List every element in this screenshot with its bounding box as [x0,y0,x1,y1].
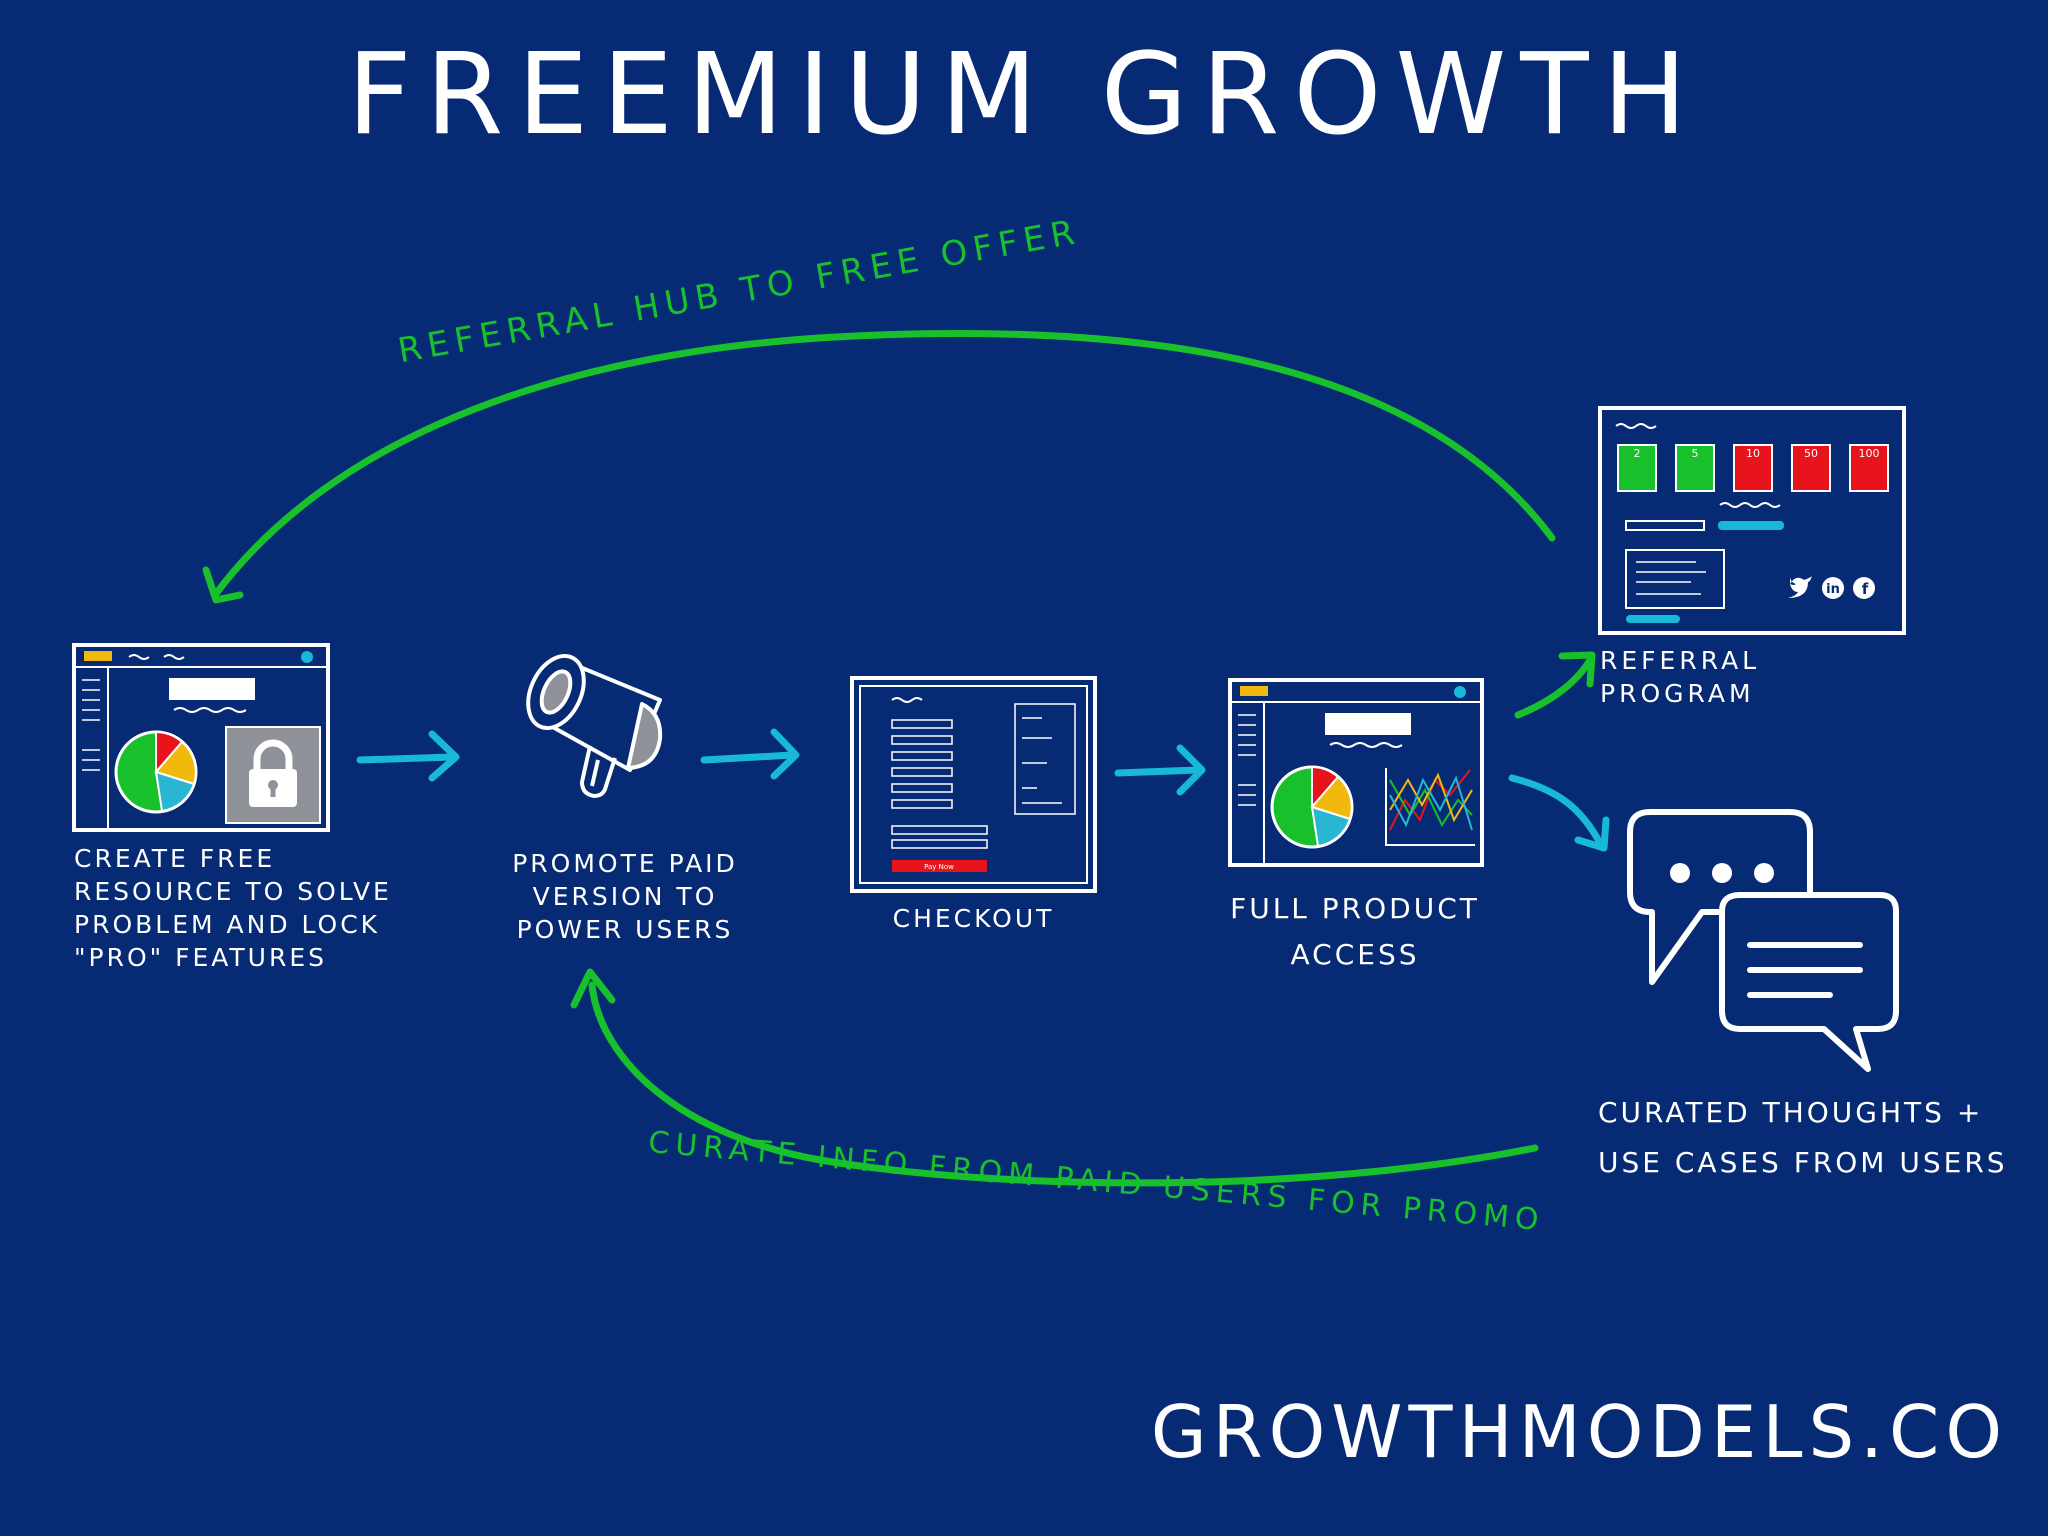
pie-chart [114,730,198,814]
flow-arrows [356,728,1610,852]
header-yellow-bar [84,651,112,661]
step-free-resource-label: Create Free Resource to Solve Problem an… [74,844,392,972]
pay-now-button [892,860,987,872]
flow-arrow-5 [1508,774,1604,847]
flow-arrow-2 [700,751,796,764]
top-loop-arrowhead [202,566,244,604]
line-chart [1385,768,1475,846]
twitter-icon [1788,576,1812,598]
facebook-icon: f [1853,577,1875,599]
svg-text:f: f [1862,580,1869,598]
flow-arrowhead-3 [1176,744,1206,796]
brand-watermark: Growthmodels.co [1150,1390,2008,1474]
flow-arrowhead-1 [428,730,460,782]
pay-now-label: Pay Now [924,863,954,871]
header-yellow-bar [1240,686,1268,696]
diagram-title: Freemium Growth [347,30,1701,160]
chat-bubbles-icon [1627,809,1899,1072]
free-resource-screen [72,643,330,832]
lock-icon [249,739,297,807]
checkout-fields [891,703,1076,849]
step-referral-label: Referral Program [1600,646,1761,708]
top-loop-arrow [211,329,1556,599]
step-curated-label: Curated Thoughts + Use Cases From Users [1598,1096,2008,1179]
flow-arrowhead-5 [1574,816,1610,852]
step-full-access-label: Full Product Access [1230,892,1480,971]
svg-text:in: in [1826,582,1840,597]
checkout-screen: Pay Now [850,676,1097,893]
bottom-loop-arrow [588,981,1539,1187]
full-access-screen [1228,678,1484,867]
referral-tile-3: 10 [1746,447,1760,460]
referral-tile-2: 5 [1692,447,1699,460]
referral-screen: 2 5 10 50 100 in f [1598,406,1906,635]
step-promote-label: Promote Paid Version to Power Users [512,849,738,944]
megaphone-icon [526,653,663,798]
linkedin-icon: in [1822,577,1844,599]
step-checkout-label: Checkout [892,904,1055,933]
flow-arrow-referral [1514,651,1596,719]
bottom-loop-arrowhead [570,968,616,1009]
referral-tile-1: 2 [1634,447,1641,460]
pie-chart [1270,765,1354,849]
flow-arrow-3 [1114,766,1202,777]
flow-arrow-1 [356,753,456,764]
referral-tile-5: 100 [1859,447,1880,460]
referral-tiles: 2 5 10 50 100 [1617,444,1889,492]
flow-arrowhead-2 [770,728,800,780]
referral-tile-4: 50 [1804,447,1818,460]
